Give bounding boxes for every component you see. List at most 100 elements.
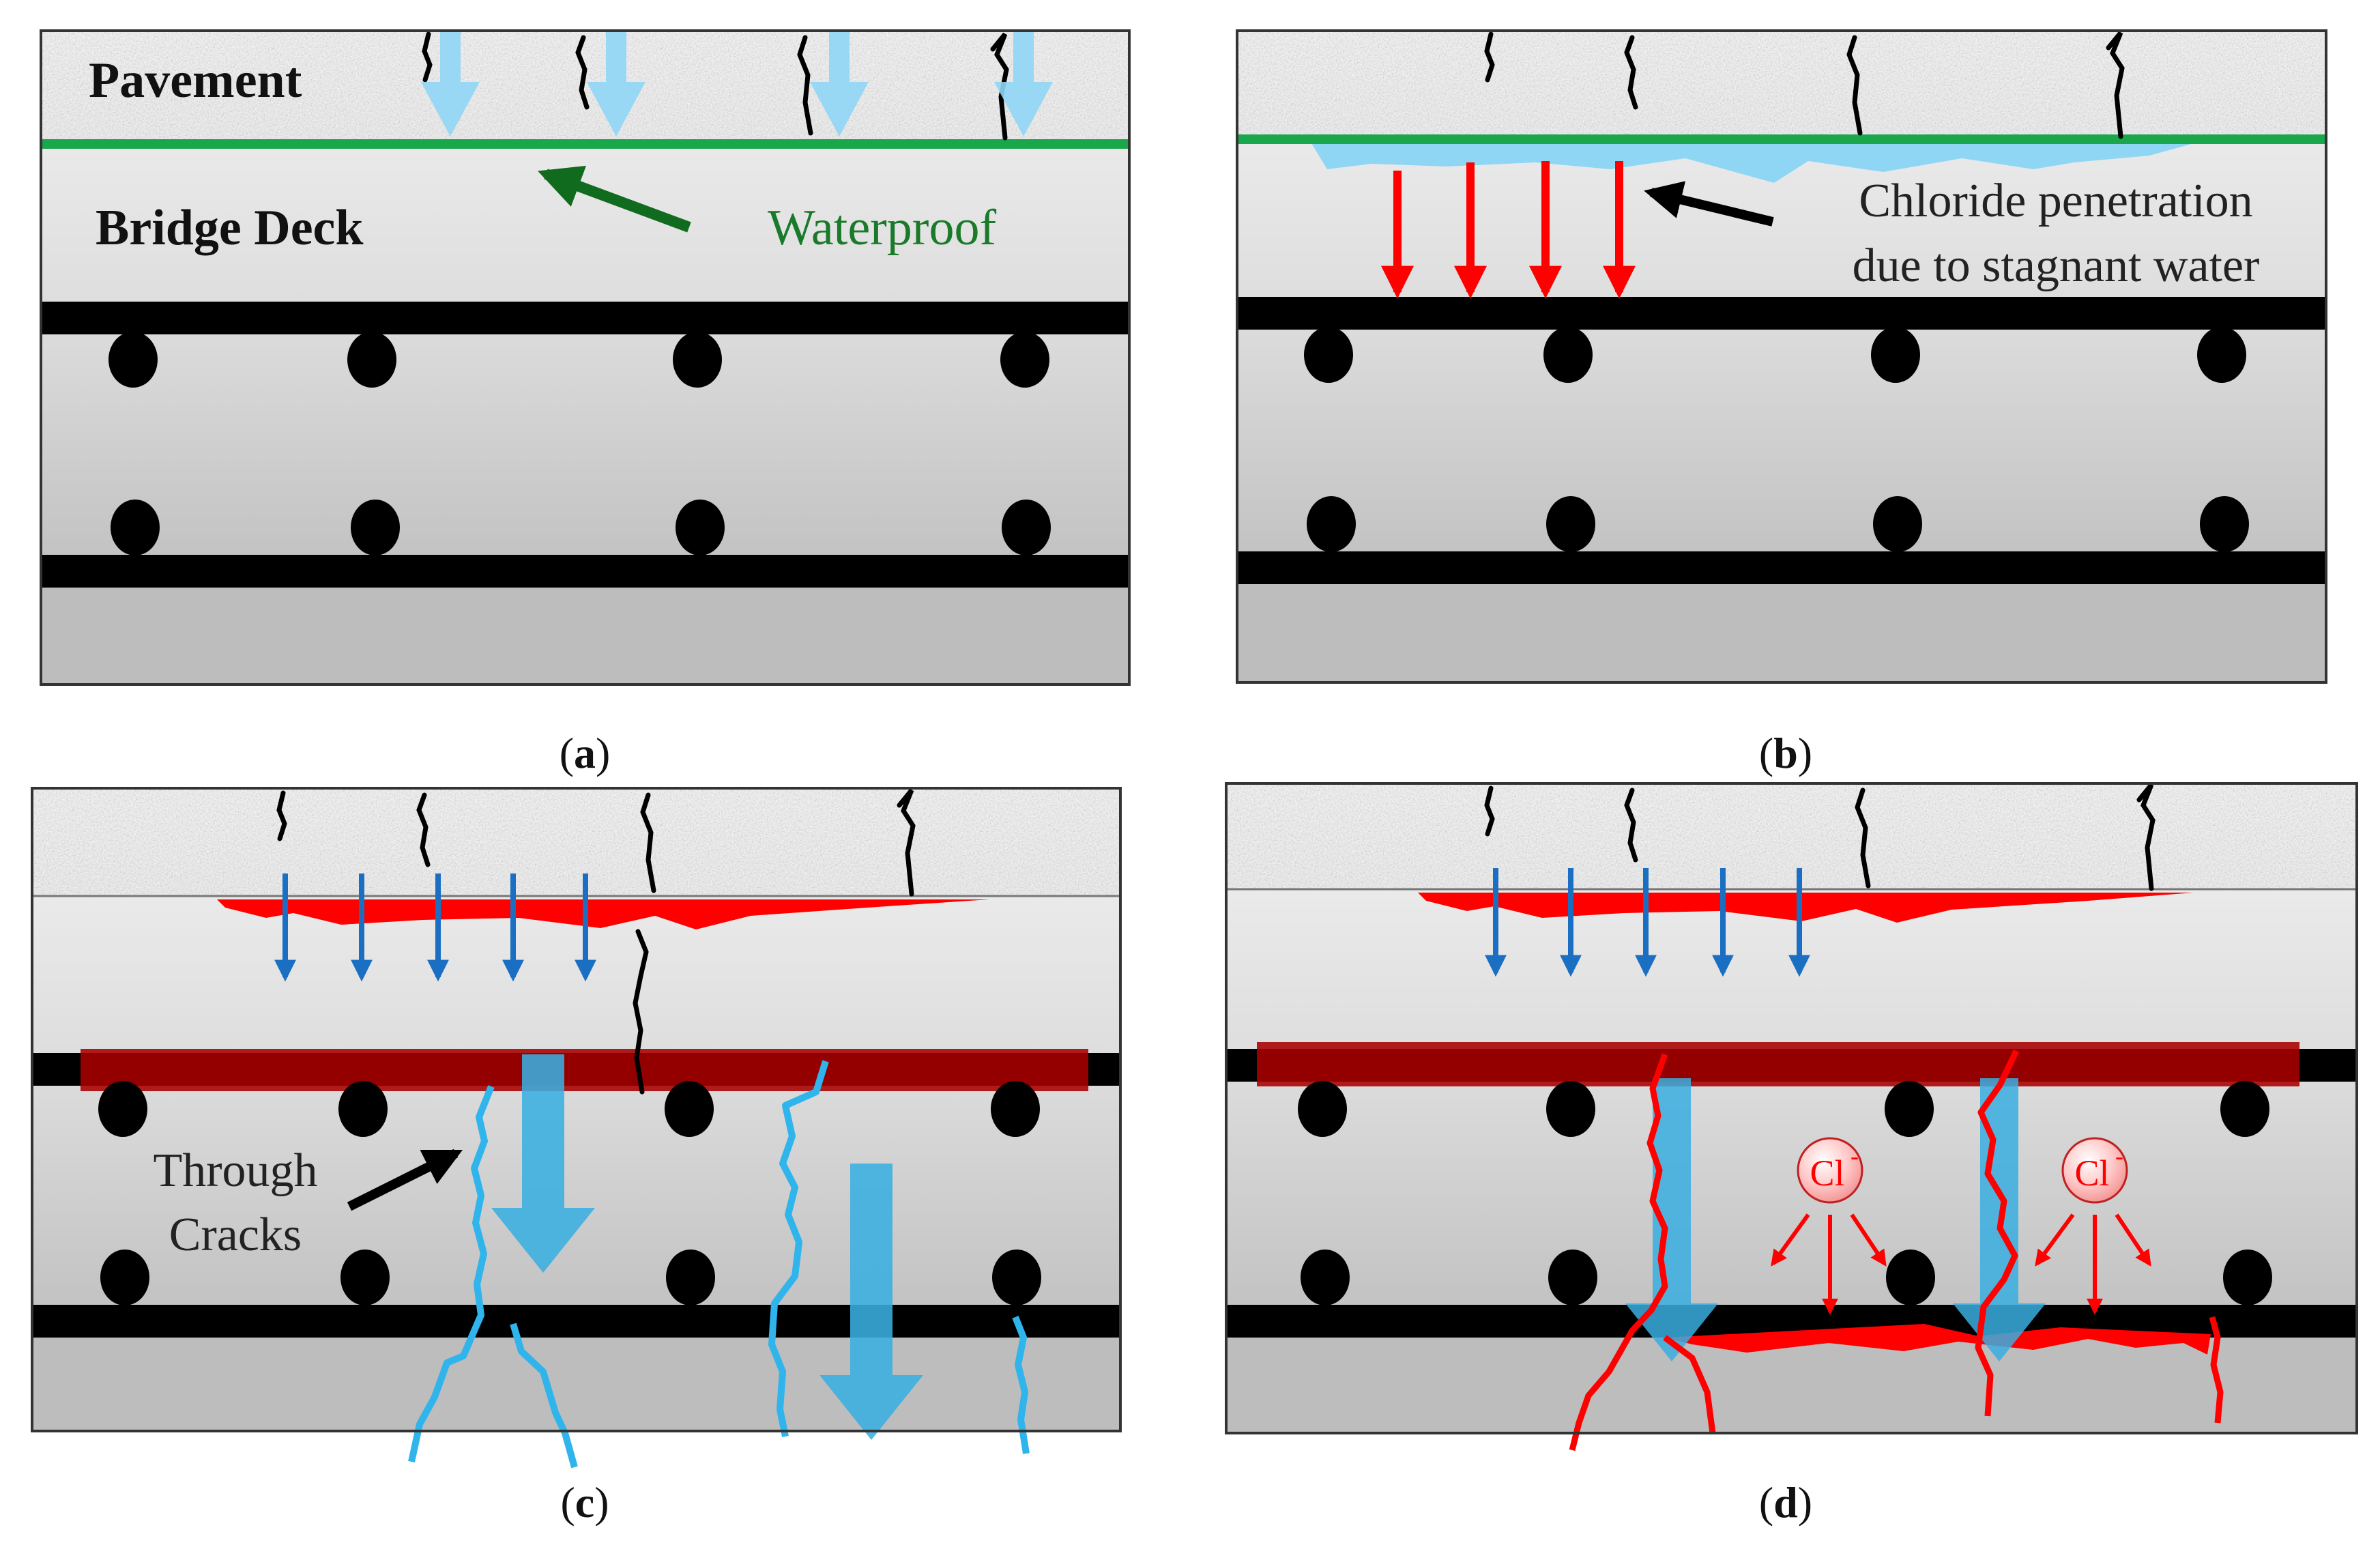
panel-b-border — [1236, 29, 2327, 684]
rebar-dot-icon — [1301, 1250, 1350, 1305]
rebar-dot-icon — [1304, 327, 1353, 383]
crack-icon — [1012, 1316, 1030, 1454]
pavement-label: Pavement — [89, 53, 302, 109]
through-cracks-label-line1: Through — [153, 1144, 317, 1197]
rebar-dot-icon — [1002, 500, 1051, 555]
rebar-dots-bottom — [100, 1250, 1041, 1305]
panel-c-border — [31, 787, 1122, 1432]
rebar-dots-top — [98, 1081, 1040, 1137]
chloride-front — [217, 899, 989, 929]
chloride-arrows — [1381, 161, 1636, 299]
pointer-arrow-icon — [1850, 1213, 1887, 1267]
crack-icon — [768, 1060, 829, 1437]
chloride-ion-icon — [1797, 1137, 1863, 1204]
caption-b-letter: b — [1773, 729, 1798, 777]
corrosion-band — [81, 1049, 1088, 1091]
crack-icon — [2209, 1316, 2224, 1424]
pavement-cracks — [276, 788, 916, 1095]
crack-icon — [640, 792, 656, 893]
rebar-dots-top — [1298, 1081, 2269, 1137]
caption-c: (c) — [560, 1478, 609, 1527]
bridge-deck-label: Bridge Deck — [96, 200, 364, 256]
crack-icon — [897, 788, 916, 897]
lower-cover-zone — [1226, 1335, 2357, 1433]
crack-icon — [990, 32, 1009, 141]
pointer-arrow-icon — [1644, 181, 1774, 227]
water-arrows — [421, 31, 1053, 136]
through-cracks — [1569, 1050, 2224, 1452]
chloride-ion-right: Cl - — [2061, 1137, 2128, 1204]
moisture-arrows — [274, 873, 596, 982]
panel-b: Chloride penetration due to stagnant wat… — [1236, 29, 2327, 777]
rebar-dot-icon — [351, 500, 400, 555]
pointer-arrow-icon — [2115, 1213, 2151, 1267]
rebar-dots-top — [108, 332, 1049, 388]
pavement-layer — [1226, 783, 2357, 889]
chloride-front — [1418, 893, 2194, 923]
bottom-rebar-layer — [1237, 551, 2326, 584]
chloride-ion-icon — [2061, 1137, 2128, 1204]
bottom-rebar-layer — [32, 1305, 1120, 1338]
crack-icon — [1975, 1050, 2020, 1417]
pavement-cracks — [422, 31, 1009, 141]
corrosion-band — [1257, 1042, 2299, 1086]
down-arrow-icon — [491, 1054, 595, 1273]
rebar-dot-icon — [2197, 327, 2246, 383]
crack-icon — [510, 1323, 578, 1469]
water-flow-arrows — [491, 1054, 923, 1440]
crack-icon — [1569, 1053, 1668, 1452]
crack-icon — [2106, 31, 2125, 139]
down-arrow-icon — [587, 31, 645, 136]
pavement-layer — [32, 788, 1120, 896]
rebar-dot-icon — [991, 1081, 1040, 1137]
rebar-dot-icon — [1546, 1081, 1595, 1137]
rebar-dot-icon — [338, 1081, 388, 1137]
rebar-dots-bottom — [1307, 496, 2249, 552]
down-arrow-icon — [994, 31, 1053, 136]
crack-icon — [575, 35, 590, 110]
waterproof-membrane — [41, 139, 1129, 149]
caption-a-letter: a — [574, 729, 596, 777]
crack-icon — [633, 929, 649, 1095]
crack-icon — [1624, 788, 1638, 863]
rebar-dot-icon — [1543, 327, 1593, 383]
crack-icon — [1855, 788, 1871, 889]
rebar-dot-icon — [1548, 1250, 1597, 1305]
crack-icon — [422, 31, 433, 83]
rebar-dot-icon — [347, 332, 396, 388]
bottom-chloride-front — [1665, 1324, 2211, 1355]
panel-a: Pavement Bridge Deck Waterproof (a) — [40, 29, 1131, 777]
rebar-dots-top — [1304, 327, 2246, 383]
rebar-dot-icon — [340, 1250, 390, 1305]
rebar-dot-icon — [2200, 496, 2249, 552]
ion-charge: - — [2115, 1142, 2123, 1170]
caption-b: (b) — [1759, 729, 1812, 777]
rebar-dot-icon — [1871, 327, 1920, 383]
lower-cover-zone — [41, 587, 1129, 684]
rebar-dot-icon — [2223, 1250, 2272, 1305]
panel-c: Through Cracks (c) — [31, 787, 1122, 1527]
panel-d: Cl - Cl - (d) — [1225, 782, 2358, 1527]
pavement-layer — [1237, 31, 2326, 141]
rebar-dot-icon — [1298, 1081, 1347, 1137]
rebar-dot-icon — [665, 1081, 714, 1137]
crack-icon — [2136, 783, 2156, 891]
rebar-dot-icon — [1000, 332, 1049, 388]
pavement-cracks — [1484, 783, 2156, 891]
panel-d-border — [1225, 782, 2358, 1434]
down-arrow-icon — [421, 31, 480, 136]
ion-symbol: Cl — [2074, 1153, 2109, 1194]
waterproof-membrane — [1237, 134, 2326, 144]
top-rebar-layer — [1237, 297, 2326, 330]
crack-icon — [416, 792, 431, 867]
rebar-dot-icon — [1546, 496, 1595, 552]
rebar-dot-icon — [111, 500, 160, 555]
caption-d: (d) — [1759, 1478, 1812, 1527]
pavement-layer — [41, 31, 1129, 145]
ion-charge: - — [1851, 1142, 1859, 1170]
caption-c-letter: c — [575, 1478, 594, 1527]
rebar-dots-bottom — [111, 500, 1051, 555]
top-rebar-layer — [41, 302, 1129, 334]
rebar-dot-icon — [666, 1250, 715, 1305]
rebar-dot-icon — [98, 1081, 147, 1137]
